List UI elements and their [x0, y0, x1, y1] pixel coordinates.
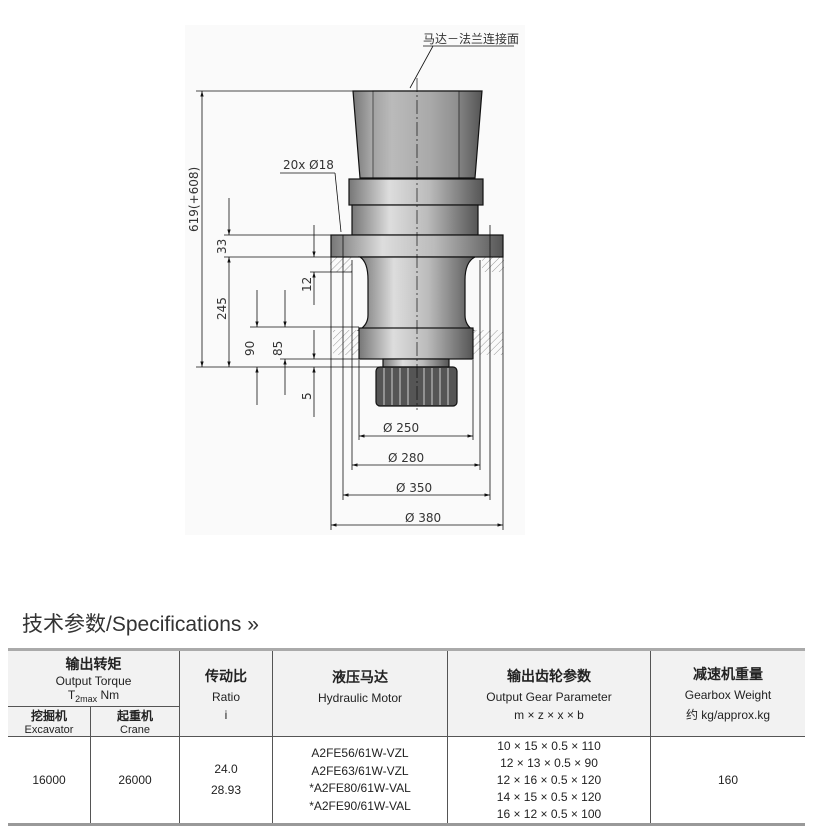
dim-d380: Ø 380 [405, 511, 441, 525]
dim-85: 85 [271, 341, 285, 356]
dim-90: 90 [243, 341, 257, 356]
gear-param: 16 × 12 × 0.5 × 100 [496, 806, 602, 821]
cell-weight: 160 [650, 736, 805, 826]
torque-symbol: T2max Nm [8, 688, 179, 704]
torque-zh: 输出转矩 [65, 655, 122, 672]
motor-model: *A2FE90/61W-VAL [309, 798, 411, 813]
cell-motors: A2FE56/61W-VZL A2FE63/61W-VZL *A2FE80/61… [272, 736, 448, 826]
motor-zh: 液压马达 [332, 669, 388, 685]
ratio-sym: i [224, 707, 228, 722]
gear-param: 14 × 15 × 0.5 × 120 [496, 789, 602, 804]
cell-gears: 10 × 15 × 0.5 × 110 12 × 13 × 0.5 × 90 1… [447, 736, 651, 826]
header-gear: 输出齿轮参数 Output Gear Parameter m × z × x ×… [447, 648, 651, 737]
motor-model: A2FE63/61W-VZL [311, 763, 409, 778]
weight-en: Gearbox Weight [684, 688, 772, 702]
header-motor: 液压马达 Hydraulic Motor [272, 648, 448, 737]
cell-crane: 26000 [90, 736, 180, 826]
table-row: 16000 26000 24.0 28.93 A2FE56/61W-VZL A2… [8, 736, 805, 826]
ratio-zh: 传动比 [205, 667, 247, 684]
specifications-table: 输出转矩 Output Torque T2max Nm 传动比 Ratio i … [8, 648, 805, 826]
torque-sym: T [67, 687, 76, 702]
torque-sub: 2max [75, 693, 98, 704]
dim-d350: Ø 350 [396, 481, 432, 495]
excavator-en: Excavator [24, 724, 74, 736]
section-title: 技术参数/Specifications » [22, 613, 259, 636]
motor-en: Hydraulic Motor [317, 691, 403, 705]
gear-formula: m × z × x × b [514, 707, 584, 722]
dim-619: 619(+608) [187, 167, 201, 232]
dimension-lines [196, 45, 514, 530]
hatch [482, 257, 504, 272]
header-excavator: 挖掘机 Excavator [8, 706, 91, 737]
torque-en: Output Torque [55, 673, 132, 688]
gear-en: Output Gear Parameter [486, 689, 612, 704]
gear-param: 12 × 16 × 0.5 × 120 [496, 772, 602, 787]
motor-model: A2FE56/61W-VZL [311, 746, 409, 760]
dim-5: 5 [300, 392, 314, 400]
dim-d280: Ø 280 [388, 451, 424, 465]
dim-12: 12 [300, 277, 314, 292]
ratio-en: Ratio [211, 689, 240, 704]
gear-param: 10 × 15 × 0.5 × 110 [497, 738, 601, 753]
technical-drawing: 马达－法兰连接面 20x Ø18 619(+608) 33 245 90 85 … [187, 31, 520, 530]
header-weight: 减速机重量 Gearbox Weight 约 kg/approx.kg [650, 648, 805, 737]
motor-model: *A2FE80/61W-VAL [309, 781, 411, 795]
cell-ratio: 24.0 28.93 [179, 736, 273, 826]
dim-245: 245 [215, 297, 229, 320]
crane-zh: 起重机 [116, 709, 153, 723]
header-crane: 起重机 Crane [90, 706, 180, 737]
weight-unit: 约 kg/approx.kg [685, 708, 771, 722]
excavator-zh: 挖掘机 [30, 709, 67, 723]
dim-d250: Ø 250 [383, 421, 419, 435]
hatch [473, 330, 503, 355]
gear-zh: 输出齿轮参数 [507, 667, 591, 684]
torque-unit: Nm [97, 687, 120, 702]
dim-33: 33 [215, 239, 229, 254]
ratio-value: 24.0 [214, 761, 238, 776]
flange-label: 马达－法兰连接面 [423, 31, 519, 46]
header-torque: 输出转矩 Output Torque T2max Nm [8, 648, 180, 707]
gear-param: 12 × 13 × 0.5 × 90 [500, 755, 598, 770]
holes-label: 20x Ø18 [283, 158, 334, 172]
cell-excavator: 16000 [8, 736, 91, 826]
hatch [330, 257, 352, 272]
gear-teeth [383, 368, 449, 405]
weight-zh: 减速机重量 [693, 666, 763, 682]
hatch [333, 330, 359, 355]
crane-en: Crane [120, 724, 150, 736]
ratio-value: 28.93 [210, 783, 242, 797]
header-ratio: 传动比 Ratio i [179, 648, 273, 737]
